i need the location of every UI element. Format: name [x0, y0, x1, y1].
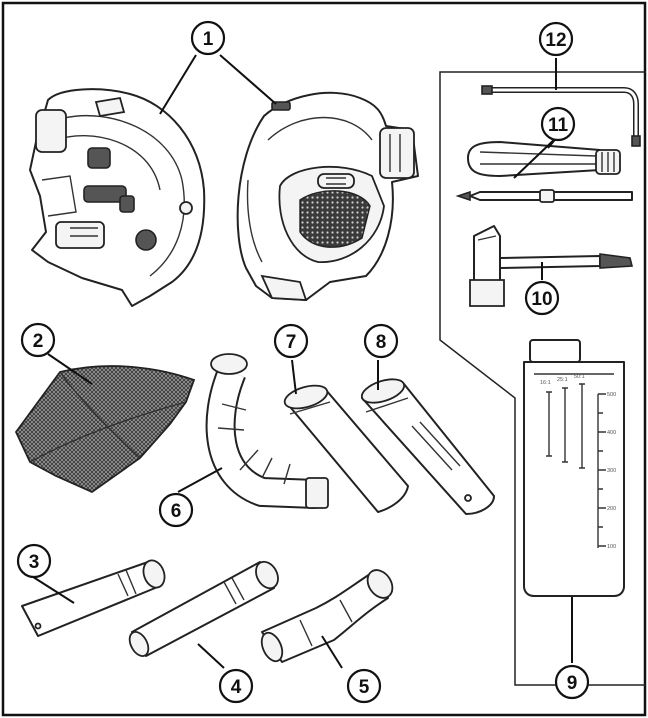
callout-12: 12 — [538, 21, 574, 57]
callout-circle-1 — [190, 20, 226, 56]
callout-9: 9 — [554, 664, 590, 700]
callout-circle-6 — [158, 492, 194, 528]
bottle-scale-label-200: 200 — [607, 506, 616, 512]
callout-number-8: 8 — [376, 332, 387, 353]
callout-6: 6 — [158, 492, 194, 528]
flat-nozzle — [283, 384, 409, 513]
callout-number-7: 7 — [286, 332, 297, 353]
callout-circle-8 — [363, 323, 399, 359]
blower-unit-left-view — [29, 88, 206, 307]
callout-circle-9 — [554, 664, 590, 700]
section-divider — [439, 71, 646, 686]
callout-circle-3 — [16, 543, 52, 579]
middle-tube-4 — [128, 560, 279, 657]
callout-3: 3 — [16, 543, 52, 579]
spark-plug-wrench — [469, 225, 634, 307]
leader-lines — [29, 54, 573, 669]
hex-key — [481, 85, 641, 147]
callout-circle-2 — [20, 322, 56, 358]
blower-unit-right-view — [236, 91, 419, 301]
callout-number-12: 12 — [545, 30, 566, 51]
callout-4: 4 — [218, 668, 254, 704]
callout-number-1: 1 — [203, 29, 214, 50]
callout-circle-7 — [273, 323, 309, 359]
bottle-ratio-label-2: 25:1 — [557, 377, 568, 383]
callout-2: 2 — [20, 322, 56, 358]
callout-10: 10 — [524, 280, 560, 316]
lower-tube-3 — [21, 559, 166, 637]
callout-circle-12 — [538, 21, 574, 57]
callout-circle-11 — [540, 106, 576, 142]
callout-circle-5 — [346, 668, 382, 704]
callout-11: 11 — [540, 106, 576, 142]
bottle-scale-label-400: 400 — [607, 430, 616, 436]
bottle-scale-label-100: 100 — [607, 544, 616, 550]
collection-bag — [14, 365, 196, 494]
callout-number-10: 10 — [531, 289, 552, 310]
callout-5: 5 — [346, 668, 382, 704]
bottle-ratio-label-1: 16:1 — [540, 380, 551, 386]
callout-number-9: 9 — [567, 673, 578, 694]
bottle-scale-label-300: 300 — [607, 468, 616, 474]
callout-number-4: 4 — [231, 677, 242, 698]
callout-number-3: 3 — [29, 552, 40, 573]
callout-number-5: 5 — [359, 677, 370, 698]
screwdriver-tool — [455, 141, 633, 203]
callout-number-6: 6 — [171, 501, 182, 522]
callout-8: 8 — [363, 323, 399, 359]
curved-tube — [205, 353, 329, 509]
elbow-tube-5 — [260, 569, 394, 663]
round-nozzle — [360, 378, 495, 515]
mixing-bottle: 16:1 25:1 50:1 500 400 300 200 100 — [523, 339, 625, 597]
bottle-ratio-label-3: 50:1 — [574, 374, 585, 380]
bottle-scale-label-500: 500 — [607, 392, 616, 398]
callout-number-2: 2 — [33, 331, 44, 352]
callout-number-11: 11 — [548, 115, 569, 136]
callout-1: 1 — [190, 20, 226, 56]
callout-circle-10 — [524, 280, 560, 316]
callout-7: 7 — [273, 323, 309, 359]
callout-circle-4 — [218, 668, 254, 704]
